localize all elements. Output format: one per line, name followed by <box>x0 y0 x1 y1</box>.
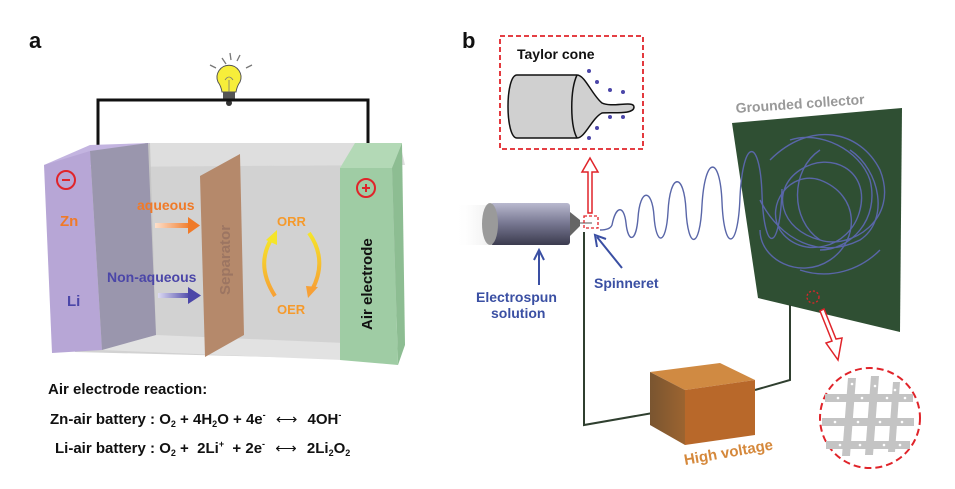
solution-label-line1: Electrospun <box>476 289 557 305</box>
taylor-cone-label: Taylor cone <box>517 46 595 62</box>
equation-name: Zn-air battery <box>50 411 146 428</box>
non-aqueous-label: Non-aqueous <box>107 269 197 285</box>
oer-label: OER <box>277 302 306 317</box>
high-voltage-supply <box>650 363 755 445</box>
eq-sub: 2 <box>170 419 176 429</box>
fiber-jet-spiral <box>599 133 886 275</box>
anode-label-zn: Zn <box>60 213 78 230</box>
eq-sub: 2 <box>212 419 218 429</box>
panel-a-label: a <box>29 28 42 53</box>
eq-term: + 4H <box>175 411 213 428</box>
eq-term: 2Li <box>306 440 329 457</box>
equation-li-air: Li-air battery : O2 + 2Li+ + 2e- ⟷ 2Li2O… <box>55 439 351 458</box>
reaction-title: Air electrode reaction: <box>48 381 208 398</box>
high-voltage-wires <box>583 232 791 427</box>
eq-term: 4OH <box>307 411 339 428</box>
spinneret-label: Spinneret <box>594 275 659 291</box>
solution-label-line2: solution <box>491 305 545 321</box>
eq-sup: - <box>262 410 266 420</box>
eq-sup: - <box>262 439 266 449</box>
eq-term: + 2Li <box>175 440 219 457</box>
separator <box>200 154 244 357</box>
syringe <box>482 203 592 245</box>
collector-label: Grounded collector <box>735 91 865 116</box>
non-aqueous-arrow-icon <box>158 287 201 304</box>
eq-term: O <box>159 440 171 457</box>
anode-electrode <box>44 143 156 353</box>
eq-term: O <box>333 440 346 457</box>
positive-terminal-icon <box>356 178 376 198</box>
eq-term: O <box>159 411 171 428</box>
eq-term: + 2e <box>224 440 263 457</box>
aqueous-label: aqueous <box>137 197 195 213</box>
air-electrode <box>340 143 405 365</box>
equation-zn-air: Zn-air battery : O2 + 4H2O + 4e- ⟷ 4OH- <box>50 410 342 429</box>
zoom-down-arrow-icon <box>819 307 843 362</box>
eq-sup: - <box>338 410 342 420</box>
taylor-cone-illustration <box>507 69 635 140</box>
eq-sup: + <box>218 439 225 449</box>
reversible-arrow-icon: ⟷ <box>275 440 297 457</box>
collector-highlight <box>806 290 820 304</box>
orr-oer-cycle-arrows-icon <box>262 230 322 298</box>
fiber-mesh-illustration <box>822 376 914 456</box>
panel-b-label: b <box>462 28 475 53</box>
aqueous-arrow-icon <box>155 217 200 234</box>
solution-arrow-icon <box>533 247 545 285</box>
zoom-up-arrow-icon <box>580 156 600 214</box>
eq-sub: 2 <box>170 448 176 458</box>
spinneret-arrow-icon <box>593 233 623 269</box>
reversible-arrow-icon: ⟷ <box>275 411 298 428</box>
grounded-collector <box>732 108 902 332</box>
spinneret-highlight <box>583 215 599 229</box>
external-circuit-wire <box>96 98 370 152</box>
separator-label: Separator <box>217 225 234 295</box>
equation-name: Li-air battery <box>55 440 146 457</box>
anode-label-li: Li <box>67 293 80 310</box>
positive-sign <box>362 184 370 192</box>
eq-sub: 2 <box>328 448 334 458</box>
eq-sub: 2 <box>345 448 351 458</box>
negative-terminal-icon <box>56 170 76 190</box>
air-electrode-label: Air electrode <box>359 238 376 330</box>
lightbulb-icon <box>209 52 253 106</box>
eq-term: O + 4e <box>217 411 263 428</box>
orr-label: ORR <box>277 214 307 229</box>
